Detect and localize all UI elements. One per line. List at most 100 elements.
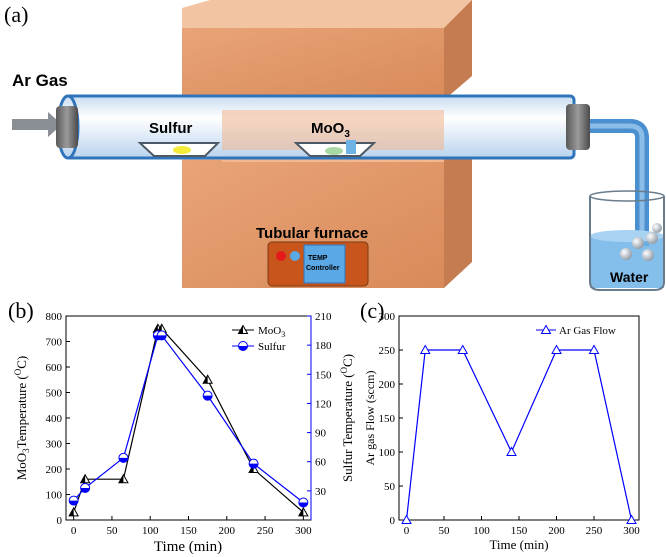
y-tick-label: 300 xyxy=(379,311,396,323)
data-point-sulfur-fill xyxy=(118,457,128,463)
y-right-tick-label: 90 xyxy=(315,428,327,440)
legend-marker-moo3 xyxy=(237,324,249,334)
data-point-moo3 xyxy=(68,506,80,517)
data-point-sulfur-fill xyxy=(203,395,213,401)
x-tick-label: 250 xyxy=(586,525,603,537)
y-left-tick-label: 100 xyxy=(46,490,63,502)
exhaust-pipe xyxy=(590,119,649,246)
data-point-sulfur-fill xyxy=(249,463,259,469)
data-point-moo3-fill xyxy=(118,474,124,483)
y-right-tick-label: 60 xyxy=(315,457,327,469)
sulfur-label: Sulfur xyxy=(149,120,192,137)
x-tick-label: 200 xyxy=(548,525,565,537)
power-indicator-icon xyxy=(276,251,286,261)
water-label: Water xyxy=(610,269,649,285)
data-point-sulfur-fill xyxy=(80,487,90,493)
y-right-tick-label: 150 xyxy=(315,369,332,381)
y-left-tick-label: 500 xyxy=(46,388,63,400)
data-point-ar-gas xyxy=(419,344,431,354)
x-tick-label: 100 xyxy=(142,525,159,537)
chart-b-legend: MoO3 Sulfur xyxy=(232,324,286,353)
data-point-moo3-fill xyxy=(203,375,208,384)
gas-inlet-arrow xyxy=(12,112,62,137)
controller-line1: TEMP xyxy=(308,255,328,262)
ar-gas-label: Ar Gas xyxy=(12,71,68,90)
series-line-ar-gas xyxy=(405,349,633,521)
x-tick-label: 50 xyxy=(106,525,118,537)
y-left-tick-label: 300 xyxy=(46,439,63,451)
x-tick-label: 50 xyxy=(439,525,451,537)
panel-label-b: (b) xyxy=(8,298,34,323)
data-point-ar-gas-outline xyxy=(626,514,637,524)
legend-marker-sulfur xyxy=(238,341,248,351)
data-point-ar-gas-outline xyxy=(588,344,600,354)
x-tick-label: 100 xyxy=(473,525,490,537)
x-tick-label: 0 xyxy=(71,525,77,537)
y-right-tick-label: 30 xyxy=(315,486,327,498)
data-point-ar-gas xyxy=(401,514,412,524)
furnace-label: Tubular furnace xyxy=(256,225,368,242)
chart-c-xlabel: Time (min) xyxy=(489,537,548,552)
x-tick-label: 0 xyxy=(404,525,410,537)
data-point-ar-gas-outline xyxy=(419,344,431,354)
y-tick-label: 0 xyxy=(390,515,396,527)
data-point-moo3 xyxy=(202,374,213,384)
inlet-end-cap xyxy=(56,106,78,148)
y-left-tick-label: 200 xyxy=(46,464,63,476)
chart-c-plot-frame xyxy=(398,315,640,521)
chart-b-ylabel-left: MoO3Temperature (OC) xyxy=(13,356,31,481)
data-point-sulfur-fill xyxy=(69,500,79,506)
y-right-tick-label: 120 xyxy=(315,398,332,410)
y-left-tick-label: 800 xyxy=(46,311,63,323)
chart-c-ylabel: Ar gas Flow (sccm) xyxy=(363,371,377,466)
data-point-moo3 xyxy=(79,473,91,484)
data-point-moo3-fill xyxy=(298,507,304,516)
schematic-panel: (a) xyxy=(4,0,665,291)
x-tick-label: 150 xyxy=(180,525,197,537)
x-tick-label: 150 xyxy=(511,525,528,537)
data-point-moo3-fill xyxy=(153,324,158,333)
x-tick-label: 300 xyxy=(623,525,640,537)
legend-label-moo3: MoO3 xyxy=(258,325,285,339)
chart-b-xlabel: Time (min) xyxy=(154,539,222,555)
legend-label-sulfur: Sulfur xyxy=(258,341,286,353)
data-point-ar-gas xyxy=(626,514,637,524)
y-left-tick-label: 400 xyxy=(46,413,63,425)
outlet-end-cap xyxy=(566,104,590,150)
series-line-sulfur xyxy=(73,334,304,503)
data-point-moo3 xyxy=(297,506,309,517)
y-tick-label: 100 xyxy=(379,447,396,459)
x-tick-label: 300 xyxy=(295,525,312,537)
data-point-sulfur xyxy=(248,458,259,469)
furnace-upper-block xyxy=(182,0,472,100)
y-tick-label: 150 xyxy=(379,413,396,425)
data-point-sulfur xyxy=(156,330,167,341)
y-tick-label: 50 xyxy=(384,481,396,493)
data-point-sulfur xyxy=(80,482,91,493)
y-right-tick-label: 210 xyxy=(315,311,332,323)
data-point-ar-gas-outline xyxy=(551,344,562,354)
y-left-tick-label: 700 xyxy=(46,337,63,349)
data-point-ar-gas xyxy=(551,344,562,354)
legend-marker-ar-gas xyxy=(540,324,552,334)
chart-b-ylabel-right: Sulfur Temperature (OC) xyxy=(339,354,355,482)
data-point-moo3-fill xyxy=(69,507,74,516)
data-point-ar-gas-outline xyxy=(457,344,469,354)
y-right-tick-label: 180 xyxy=(315,340,332,352)
series-line-moo3 xyxy=(73,328,304,513)
y-tick-label: 250 xyxy=(379,345,396,357)
x-tick-label: 200 xyxy=(219,525,236,537)
water-beaker xyxy=(589,190,665,291)
status-indicator-icon xyxy=(290,251,300,261)
panel-label-a: (a) xyxy=(4,2,28,27)
data-point-sulfur xyxy=(298,497,309,508)
data-point-sulfur-fill xyxy=(157,335,167,340)
legend-label-ar-gas: Ar Gas Flow xyxy=(559,325,616,337)
y-tick-label: 200 xyxy=(379,379,396,391)
moo3-boat xyxy=(293,140,377,157)
data-point-moo3 xyxy=(118,473,129,484)
controller-panel: TEMP Controller xyxy=(267,241,369,287)
